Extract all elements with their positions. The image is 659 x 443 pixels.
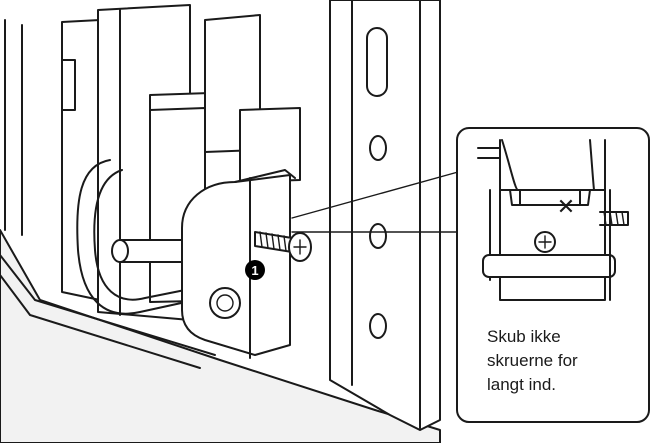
plate-slot-top [366, 27, 388, 97]
detail-callout-box: ✕ [456, 127, 650, 423]
warning-x-mark: ✕ [557, 195, 575, 220]
bracket-knob [209, 287, 241, 319]
step-number: 1 [251, 263, 258, 278]
step-marker: 1 [245, 260, 265, 280]
callout-caption-line-3: langt ind. [487, 375, 556, 394]
plate-hole [369, 313, 387, 339]
callout-leader [291, 171, 459, 233]
wall-mount-plate [329, 0, 441, 431]
plate-hole [369, 223, 387, 249]
side-bracket [181, 169, 296, 359]
detail-bracket [477, 139, 629, 301]
callout-caption-line-1: Skub ikke [487, 327, 561, 346]
plate-hole [369, 135, 387, 161]
callout-caption-line-2: skruerne for [487, 351, 578, 370]
screw [254, 231, 312, 262]
u-rod [76, 159, 196, 315]
